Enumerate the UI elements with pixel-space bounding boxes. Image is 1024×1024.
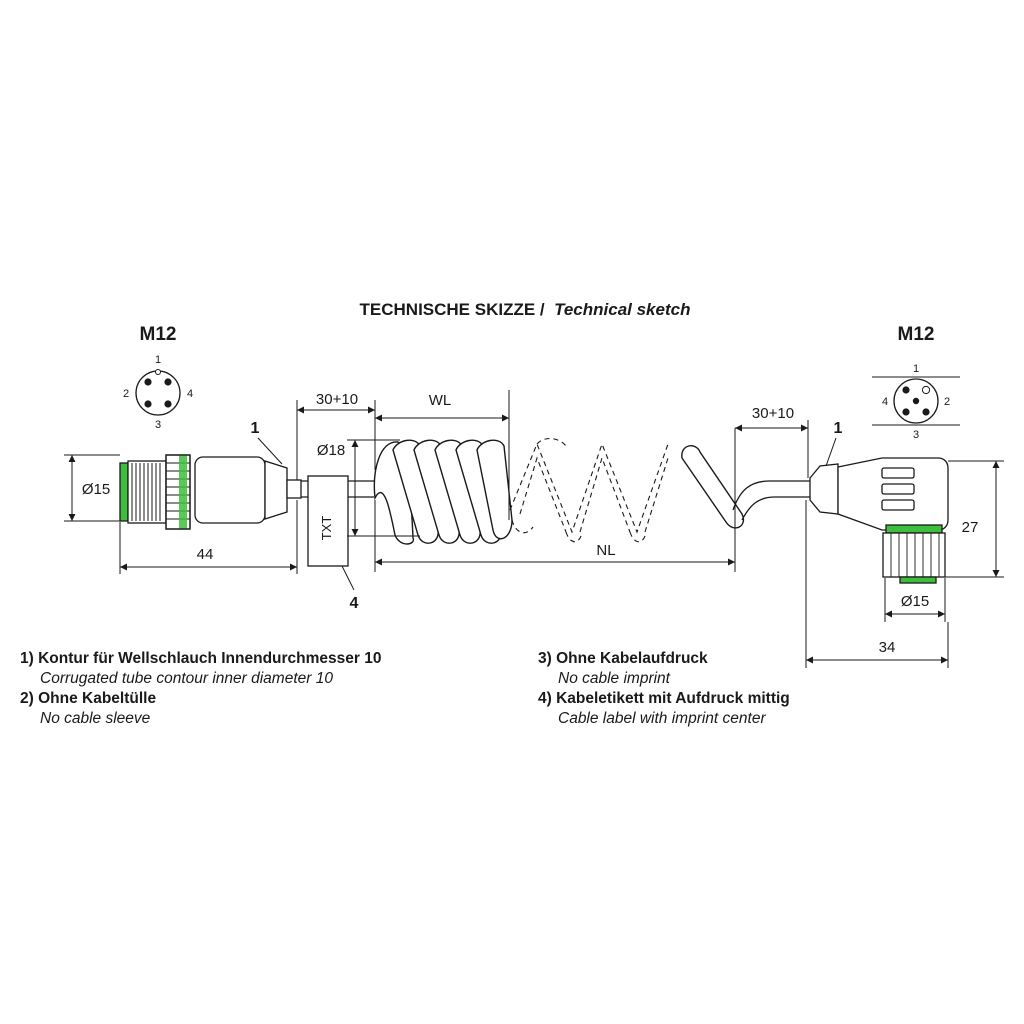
coil-end-winding <box>681 445 745 529</box>
label-tag-text: TXT <box>319 516 334 541</box>
right-callout-number: 1 <box>834 420 843 437</box>
right-pin-2: 2 <box>944 396 950 408</box>
notes-section: 1) Kontur für Wellschlauch Innendurchmes… <box>20 650 790 727</box>
left-pin-3: 3 <box>155 419 161 431</box>
left-straight-connector <box>119 454 302 530</box>
note-3-en: No cable imprint <box>558 670 671 687</box>
coiled-cable-windings <box>373 439 513 545</box>
right-length-value: 34 <box>879 639 896 656</box>
note-4-en: Cable label with imprint center <box>558 710 766 727</box>
left-length-value: 44 <box>197 546 214 563</box>
winding-length-dimension <box>375 390 510 520</box>
coiled-cable-stretched <box>509 438 669 543</box>
left-offset-value: 30+10 <box>316 391 358 408</box>
coil-diameter-dimension <box>347 439 420 537</box>
note-2-en: No cable sleeve <box>40 710 151 727</box>
right-connector-label: M12 <box>898 324 935 345</box>
right-length-dimension <box>805 500 949 668</box>
right-callout-line <box>825 437 837 467</box>
note-4-de: 4) Kabeletikett mit Aufdruck mittig <box>538 690 790 707</box>
winding-length-label: WL <box>429 392 452 409</box>
nominal-length-label: NL <box>596 542 615 559</box>
left-pin-1: 1 <box>155 354 161 366</box>
right-cable-section <box>732 480 810 521</box>
label-callout-number: 4 <box>350 595 359 612</box>
left-callout-line <box>257 437 283 465</box>
note-2-de: 2) Ohne Kabeltülle <box>20 690 156 707</box>
left-pin-4: 4 <box>187 388 193 400</box>
sketch-title: TECHNISCHE SKIZZE / Technical sketch <box>360 300 691 319</box>
left-length-dimension <box>119 500 298 574</box>
left-pin-2: 2 <box>123 388 129 400</box>
right-pin-3: 3 <box>913 429 919 441</box>
right-angled-connector <box>809 457 949 584</box>
right-diameter-dimension <box>884 578 946 622</box>
right-pin-4: 4 <box>882 396 888 408</box>
right-offset-dimension <box>735 420 809 478</box>
note-3-de: 3) Ohne Kabelaufdruck <box>538 650 708 667</box>
left-connector-label: M12 <box>140 324 177 345</box>
note-1-de: 1) Kontur für Wellschlauch Innendurchmes… <box>20 650 381 667</box>
left-diameter-dimension <box>64 454 120 522</box>
left-callout-number: 1 <box>251 420 260 437</box>
note-1-en: Corrugated tube contour inner diameter 1… <box>40 670 333 687</box>
right-pin-1: 1 <box>913 363 919 375</box>
right-height-dimension <box>945 460 1004 578</box>
label-callout-line <box>341 565 355 591</box>
right-diameter-value: Ø15 <box>901 593 929 610</box>
left-diameter-value: Ø15 <box>82 481 110 498</box>
left-offset-dimension <box>296 400 376 480</box>
right-height-value: 27 <box>962 519 979 536</box>
right-offset-value: 30+10 <box>752 405 794 422</box>
coil-diameter-value: Ø18 <box>317 442 345 459</box>
left-pinout-diagram: 1 2 3 4 <box>123 354 193 431</box>
nominal-length-dimension <box>374 428 736 572</box>
cable-label-tag: TXT <box>307 475 349 567</box>
right-pinout-diagram: 1 2 3 4 <box>872 363 960 441</box>
